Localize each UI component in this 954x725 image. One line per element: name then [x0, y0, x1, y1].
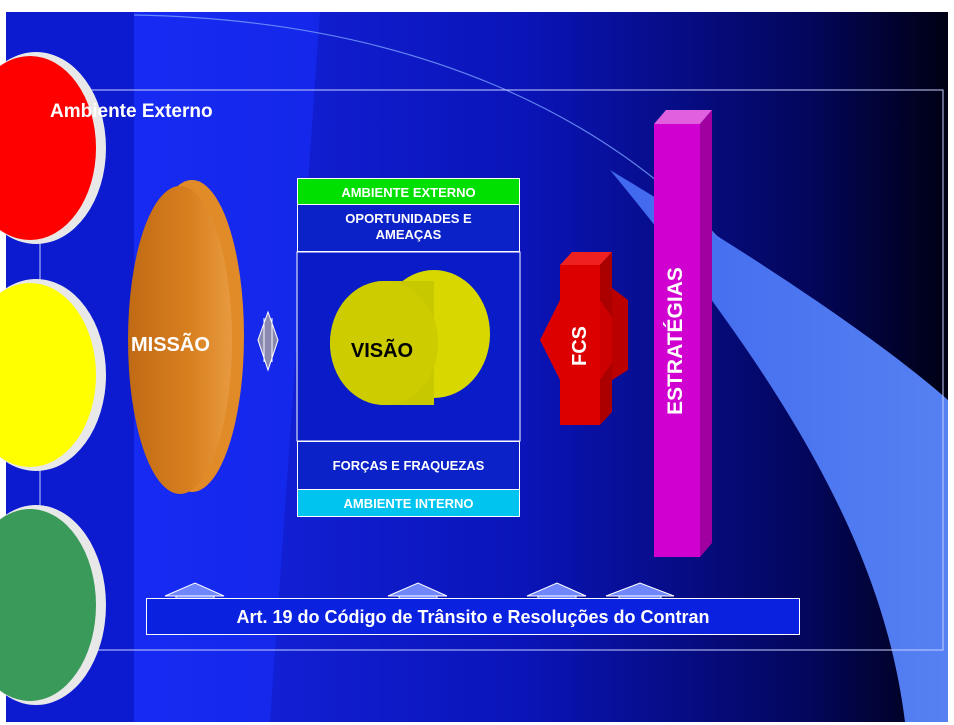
traffic-green-light	[0, 505, 106, 705]
visao-label: VISÃO	[350, 340, 414, 362]
fcs-label: FCS	[569, 326, 591, 366]
traffic-red-light	[0, 52, 106, 244]
white-bottom-margin	[0, 722, 954, 725]
visao-disc	[330, 270, 490, 405]
missao-disc	[128, 180, 244, 494]
opportunities-line-2: AMEAÇAS	[375, 227, 442, 242]
traffic-yellow-light	[0, 279, 106, 471]
missao-label: MISSÃO	[131, 334, 210, 356]
footer-banner: Art. 19 do Código de Trânsito e Resoluçõ…	[146, 598, 800, 635]
estrategias-column	[654, 110, 712, 557]
outer-frame-title: Ambiente Externo	[50, 101, 213, 122]
ambiente-interno-row: AMBIENTE INTERNO	[297, 489, 520, 517]
strengths-row: FORÇAS E FRAQUEZAS	[297, 441, 520, 489]
white-top-margin	[0, 0, 954, 12]
fcs-block	[540, 252, 628, 425]
estrategias-label: ESTRATÉGIAS	[664, 267, 687, 415]
double-arrow-icon	[257, 310, 279, 372]
right-light-beam	[610, 170, 948, 722]
opportunities-line-1: OPORTUNIDADES E	[345, 211, 472, 226]
white-right-margin	[948, 0, 954, 725]
ambiente-externo-row: AMBIENTE EXTERNO	[297, 178, 520, 205]
opportunities-row: OPORTUNIDADES E AMEAÇAS	[297, 205, 520, 252]
